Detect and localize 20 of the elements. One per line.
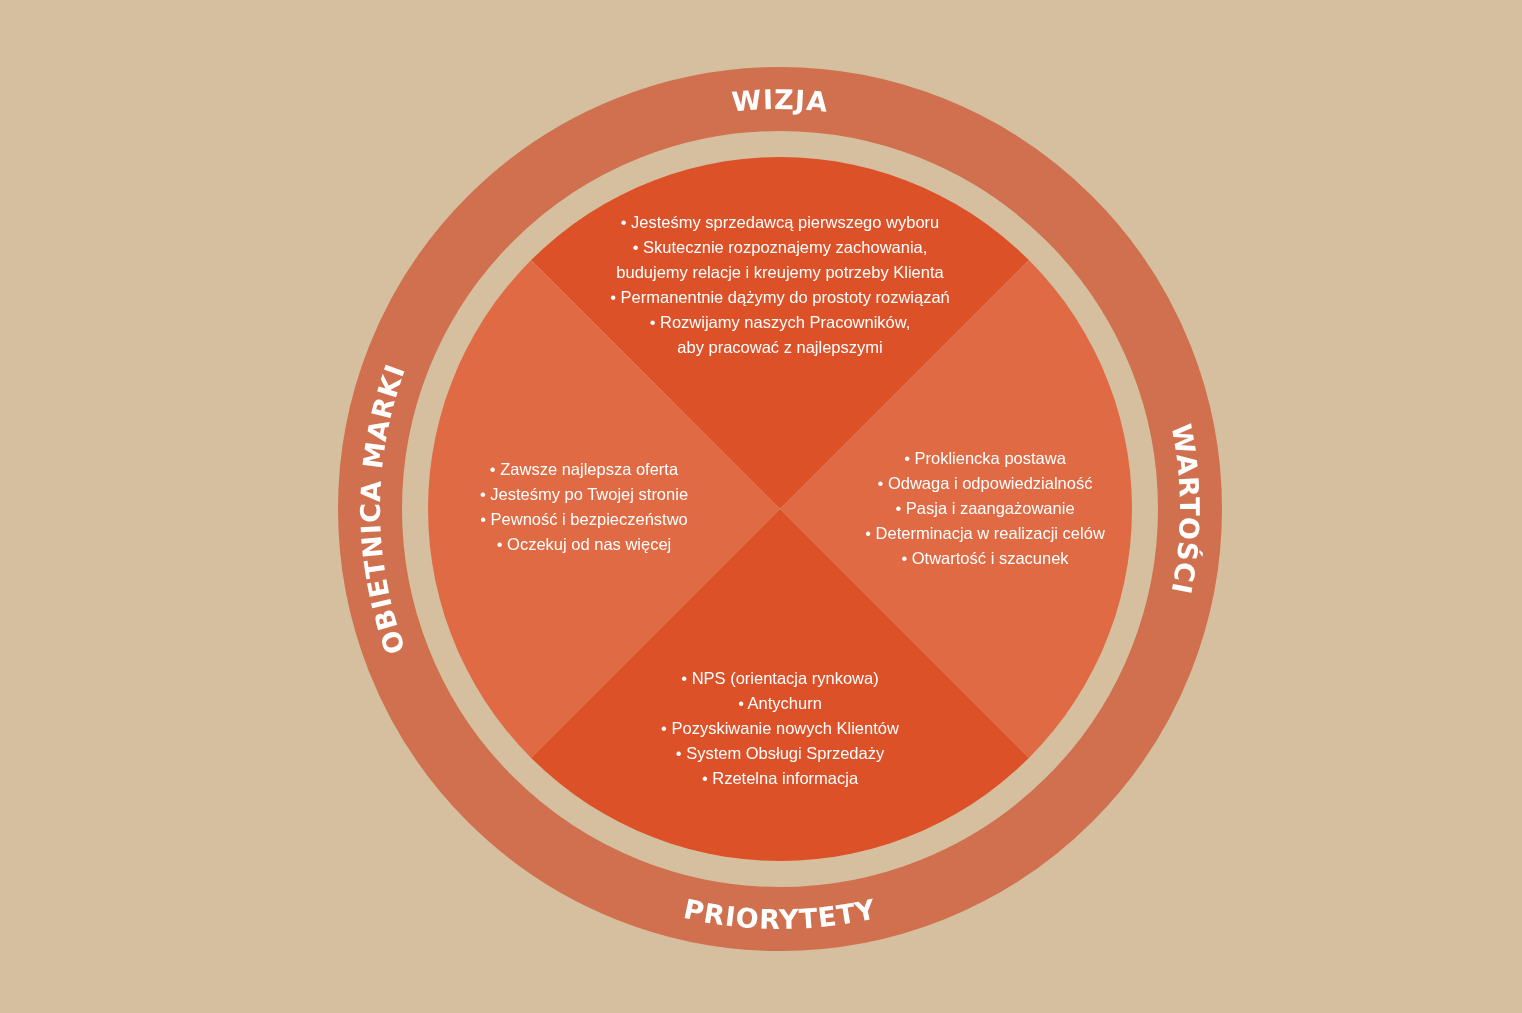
- bullet-text: • Odwaga i odpowiedzialność: [877, 472, 1093, 494]
- bullet-text: • Pasja i zaangażowanie: [895, 497, 1075, 519]
- bullet-text: • Antychurn: [738, 692, 822, 714]
- ring-heading: WIZJA: [730, 83, 830, 118]
- bullet-text: • Jesteśmy po Twojej stronie: [479, 484, 689, 505]
- bullet-text: • Jesteśmy sprzedawcą pierwszego wyboru: [620, 212, 940, 233]
- bullet-text: • Zawsze najlepsza oferta: [489, 459, 679, 480]
- bullet-text: • System Obsługi Sprzedaży: [675, 742, 885, 764]
- bullet-text: • Permanentnie dążymy do prostoty rozwiązań: [610, 287, 950, 308]
- bullet-text: • NPS (orientacja rynkowa): [681, 667, 879, 689]
- ring-heading: PRIORYTETY: [681, 893, 879, 936]
- bullet-text: • Rozwijamy naszych Pracowników, aby pracować z najlepszymi: [649, 312, 911, 358]
- bullet-text: • Pozyskiwanie nowych Klientów: [661, 717, 899, 739]
- bullet-text: • Otwartość i szacunek: [901, 547, 1069, 569]
- bullet-text: • Skutecznie rozpoznajemy zachowania, budujemy relacje i kreujemy potrzeby Klienta: [616, 237, 944, 283]
- bullet-text: • Oczekuj od nas więcej: [496, 534, 672, 555]
- bullet-text: • Determinacja w realizacji celów: [865, 522, 1105, 544]
- bullet-text: • Pewność i bezpieczeństwo: [480, 509, 688, 530]
- bullet-text: • Prokliencka postawa: [904, 447, 1066, 469]
- bullet-text: • Rzetelna informacja: [701, 767, 859, 789]
